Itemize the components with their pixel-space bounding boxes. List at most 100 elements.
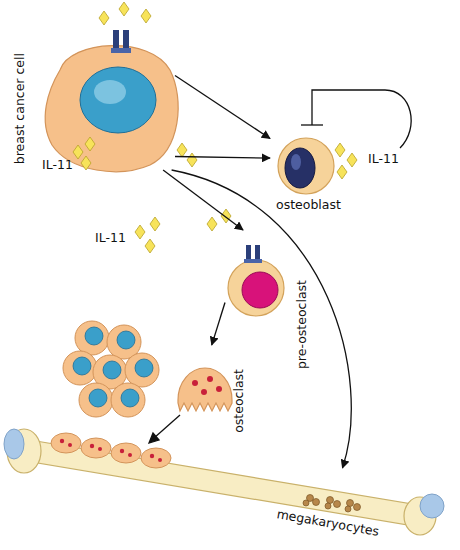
bone-osteoclasts (51, 433, 81, 453)
tumor-cluster (73, 357, 91, 375)
osteoclast-cell (178, 368, 232, 411)
il11-molecules (177, 143, 187, 157)
cell-node: osteoblast (270, 130, 350, 215)
megakaryocyte-cells (334, 501, 341, 508)
megakaryocyte-cells (313, 499, 320, 506)
pre-osteoclast-cell (228, 245, 284, 316)
bone-arrow (149, 433, 159, 443)
cancer-cell (45, 30, 178, 172)
osteoclast-granules (158, 458, 162, 462)
cytokine-label: IL-11 (95, 231, 126, 245)
bone-arrow (149, 415, 180, 443)
tumor-cluster (79, 383, 113, 417)
il11-molecules (135, 225, 145, 239)
osteoclast-granules (150, 454, 154, 458)
inhibition-loop (301, 90, 411, 148)
bone (4, 429, 444, 535)
osteoblast-cell (291, 154, 301, 170)
bone-osteoclasts (111, 443, 141, 463)
osteoclast-cell (192, 376, 222, 395)
osteoclast-granules (68, 443, 72, 447)
il11-molecules (150, 217, 160, 231)
tumor-cluster (103, 361, 121, 379)
inhibition-loop (301, 124, 323, 125)
tumor-cluster (89, 389, 107, 407)
il11-molecules (221, 209, 231, 223)
il11-molecules (337, 165, 347, 179)
cell-label: osteoblast (276, 198, 341, 212)
bone-osteoclasts (51, 433, 171, 468)
osteoblast-cell (285, 148, 315, 188)
osteoclast-cell (216, 386, 222, 392)
cancer-cell (45, 46, 178, 172)
il11-molecules (81, 156, 91, 170)
arrow (175, 76, 270, 139)
tumor-cluster (121, 389, 139, 407)
cell-node: osteoclast (165, 345, 250, 450)
arrow (163, 170, 243, 230)
osteoclast-granules (60, 439, 162, 462)
osteoclast-granules (90, 444, 94, 448)
tumor-cluster (85, 327, 103, 345)
il11-molecules (119, 2, 129, 16)
osteoclast-cell (201, 389, 207, 395)
cancer-cell (80, 67, 156, 133)
megakaryocyte-cells (354, 504, 361, 511)
bone-osteoclasts (141, 448, 171, 468)
il11-molecules (347, 153, 357, 167)
il11-molecules (141, 9, 151, 23)
megakaryocyte-cells (347, 500, 354, 507)
osteoclast-cell (207, 376, 213, 382)
osteoclast-granules (60, 439, 64, 443)
megakaryocyte-cells (327, 497, 334, 504)
megakaryocyte-cells (325, 503, 331, 509)
cell-label: megakaryocytes (276, 507, 381, 539)
cell-label: osteoclast (232, 369, 246, 433)
osteoclast-granules (128, 453, 132, 457)
osteoclast-granules (120, 449, 124, 453)
il11-molecules (145, 239, 155, 253)
bone (4, 429, 24, 459)
cancer-cell (111, 48, 131, 53)
il11-molecules (73, 145, 83, 159)
inhibition-loop (312, 90, 411, 148)
arrow (212, 303, 225, 346)
tumor-cluster (125, 353, 159, 387)
il11-molecules (99, 11, 109, 25)
tumor-cluster (135, 359, 153, 377)
osteoblast-cell (278, 138, 334, 194)
tumor-cluster (111, 383, 145, 417)
tumor-cluster (73, 327, 153, 407)
il11-molecules (207, 217, 217, 231)
cell-node: pre-osteoclast (225, 230, 315, 375)
il11-molecules (335, 143, 345, 157)
cytokine-label: IL-11 (368, 152, 399, 166)
arrow (172, 170, 352, 468)
bone-arrow (154, 415, 180, 438)
tumor-cluster (63, 351, 97, 385)
bone-osteoclasts (81, 438, 111, 458)
cell-node: megakaryocytes (290, 468, 395, 543)
tumor-cluster (117, 331, 135, 349)
tumor-cluster (75, 321, 109, 355)
cell-node: breast cancer cell (5, 35, 175, 170)
cancer-cell (94, 80, 126, 104)
osteoclast-cell (178, 368, 232, 411)
megakaryocyte-cells (303, 500, 309, 506)
osteoclast-granules (98, 447, 102, 451)
il11-molecules (73, 2, 357, 253)
megakaryocyte-cells (303, 495, 361, 513)
arrow (175, 157, 270, 159)
megakaryocyte-cells (345, 506, 351, 512)
tumor-cluster (63, 321, 159, 417)
bone (420, 494, 444, 518)
pre-osteoclast-cell (242, 272, 278, 308)
il11-molecules (187, 153, 197, 167)
pre-osteoclast-cell (228, 260, 284, 316)
cell-label: pre-osteoclast (295, 280, 309, 369)
il11-molecules (85, 137, 95, 151)
